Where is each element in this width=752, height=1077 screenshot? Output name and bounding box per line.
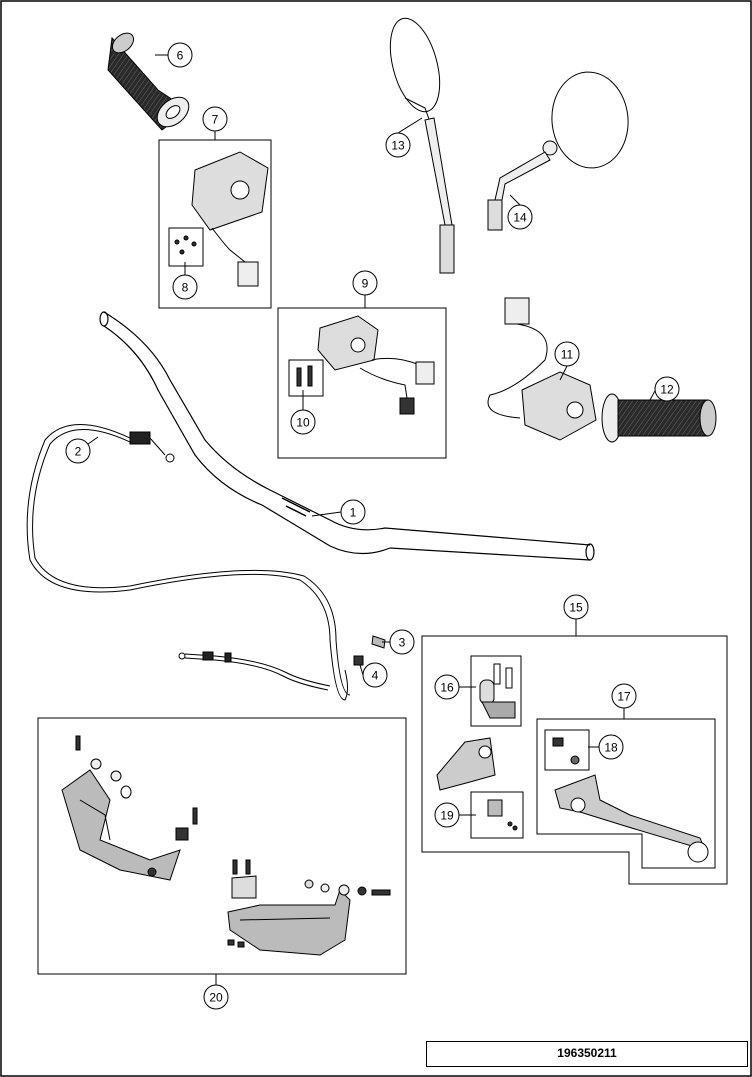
svg-text:17: 17 bbox=[617, 690, 631, 704]
clamp-16 bbox=[479, 663, 516, 719]
svg-text:16: 16 bbox=[440, 681, 454, 695]
left-grip bbox=[107, 32, 190, 131]
brake-assembly-frame bbox=[421, 635, 728, 885]
callout-6: 6 bbox=[167, 42, 193, 68]
callout-18: 18 bbox=[598, 734, 624, 760]
svg-text:20: 20 bbox=[209, 991, 223, 1005]
svg-text:2: 2 bbox=[75, 445, 82, 459]
callout-1: 1 bbox=[340, 499, 366, 525]
hand-guard-left bbox=[61, 735, 198, 881]
right-switch-small bbox=[317, 315, 435, 415]
part-number: 196350211 bbox=[557, 1046, 617, 1060]
svg-text:14: 14 bbox=[513, 211, 527, 225]
screws-frame-10 bbox=[288, 359, 324, 397]
callout-11: 11 bbox=[554, 341, 580, 367]
callout-12: 12 bbox=[654, 376, 680, 402]
svg-text:3: 3 bbox=[399, 636, 406, 650]
callout-3: 3 bbox=[389, 629, 415, 655]
small-screws bbox=[174, 235, 197, 255]
callout-14: 14 bbox=[507, 204, 533, 230]
callout-2: 2 bbox=[65, 438, 91, 464]
svg-text:19: 19 bbox=[440, 809, 454, 823]
svg-text:9: 9 bbox=[362, 277, 369, 291]
clutch-cable bbox=[178, 651, 331, 691]
switch-right-frame bbox=[277, 307, 447, 459]
brake-lever bbox=[554, 774, 709, 863]
svg-text:10: 10 bbox=[296, 416, 310, 430]
svg-text:7: 7 bbox=[212, 113, 219, 127]
callout-16: 16 bbox=[434, 674, 460, 700]
svg-text:18: 18 bbox=[604, 741, 618, 755]
screws-frame-8 bbox=[168, 227, 204, 267]
callout-8: 8 bbox=[172, 274, 198, 300]
svg-text:1: 1 bbox=[350, 506, 357, 520]
callout-15: 15 bbox=[563, 594, 589, 620]
mirror-right bbox=[487, 71, 629, 231]
nut-part-4 bbox=[353, 655, 364, 666]
part-number-box: 196350211 bbox=[426, 1041, 748, 1067]
clamp-part-3 bbox=[371, 635, 386, 649]
svg-text:4: 4 bbox=[372, 669, 379, 683]
handlebar bbox=[99, 311, 595, 561]
callout-7: 7 bbox=[202, 106, 228, 132]
hand-guard-frame bbox=[37, 717, 407, 975]
svg-text:8: 8 bbox=[182, 281, 189, 295]
callout-20: 20 bbox=[203, 984, 229, 1010]
leader-lines bbox=[77, 54, 657, 985]
parts-19 bbox=[487, 799, 518, 831]
brake-master-cylinder bbox=[436, 737, 496, 791]
left-switch bbox=[191, 151, 269, 287]
svg-text:15: 15 bbox=[569, 601, 583, 615]
callout-17: 17 bbox=[611, 683, 637, 709]
callout-19: 19 bbox=[434, 802, 460, 828]
svg-text:12: 12 bbox=[660, 383, 674, 397]
svg-text:6: 6 bbox=[177, 49, 184, 63]
frame-18 bbox=[544, 729, 590, 771]
callout-4: 4 bbox=[362, 662, 388, 688]
svg-text:13: 13 bbox=[391, 139, 405, 153]
right-switch bbox=[487, 297, 597, 441]
right-grip bbox=[601, 393, 717, 443]
callout-13: 13 bbox=[385, 132, 411, 158]
callout-9: 9 bbox=[352, 270, 378, 296]
parts-18 bbox=[552, 737, 580, 765]
svg-text:11: 11 bbox=[561, 348, 574, 362]
frame-17 bbox=[536, 718, 716, 869]
hand-guard-right bbox=[227, 859, 391, 956]
callout-10: 10 bbox=[290, 409, 316, 435]
screws-pair bbox=[296, 365, 313, 387]
mirror-left bbox=[389, 17, 455, 274]
throttle-cable bbox=[26, 424, 351, 701]
frame-16 bbox=[470, 655, 522, 727]
